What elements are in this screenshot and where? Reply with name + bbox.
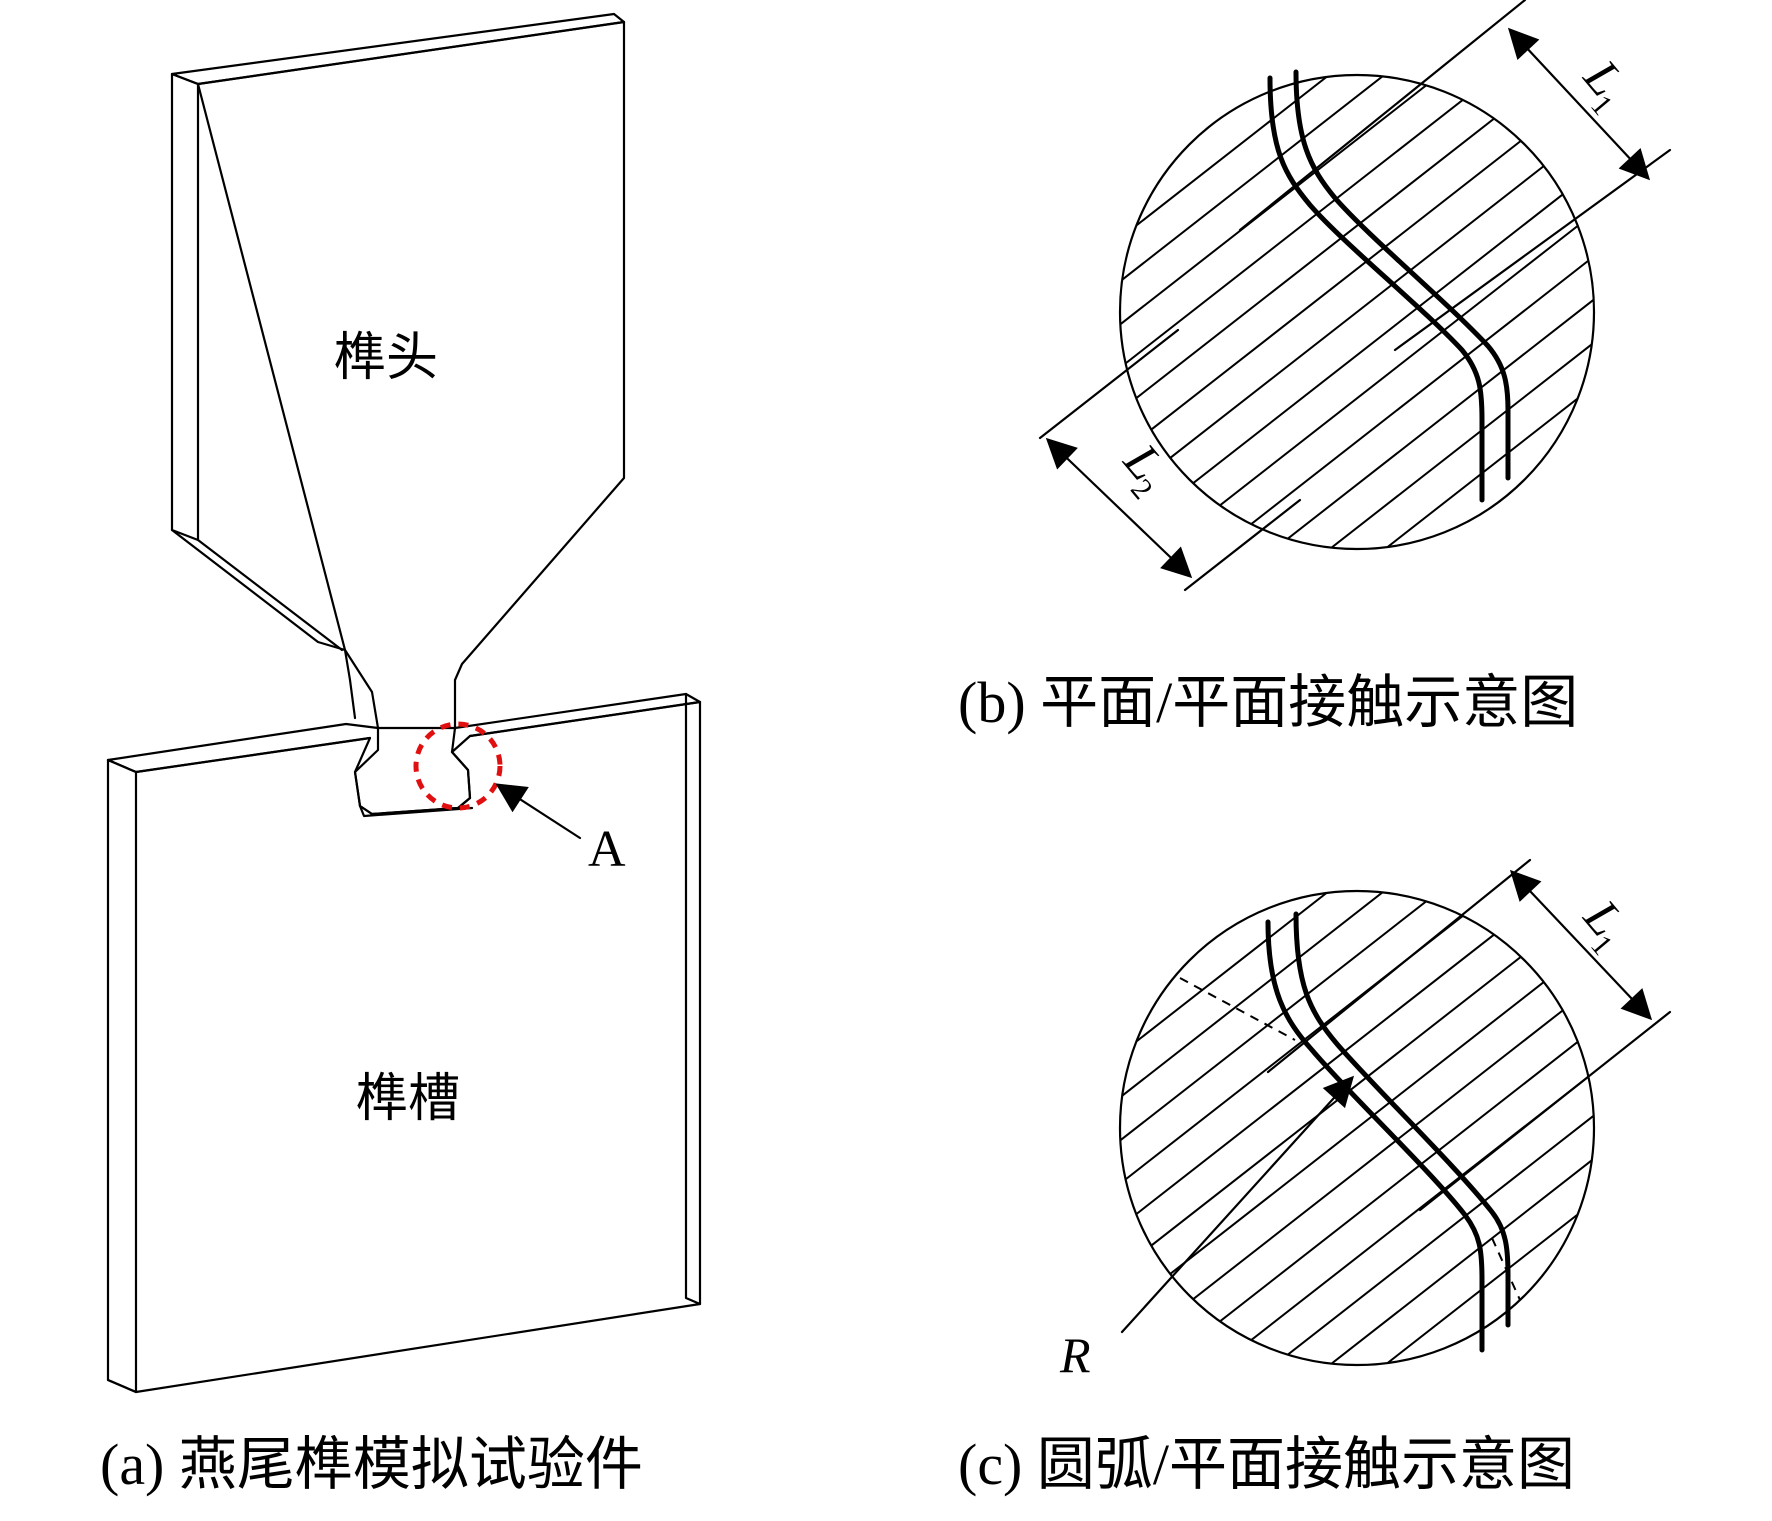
hatch-line: [1120, 891, 1485, 1166]
detail-arrow: [495, 783, 582, 840]
dimension-L2-b: [1045, 437, 1193, 579]
hatch-line: [1125, 956, 1594, 1353]
panel-c: L 1 R (c) 圆弧/平面接触示意图: [958, 858, 1672, 1497]
dim-L1-label-b: L 1: [1573, 48, 1634, 121]
caption-a: (a) 燕尾榫模拟试验件: [100, 1432, 643, 1497]
extension-line-c1: [1266, 858, 1532, 1074]
hatch-line: [1120, 87, 1589, 484]
extension-line-b3: [1038, 328, 1180, 440]
hatch-line: [1125, 140, 1594, 537]
radius-leader: [1120, 1075, 1355, 1334]
hatch-line: [1120, 75, 1568, 457]
hatching-b: [1120, 75, 1594, 549]
tenon-profile-c: [1265, 919, 1485, 1353]
dim-L1-label-c: L 1: [1573, 888, 1634, 961]
hatch-line: [1146, 983, 1594, 1365]
hatching-c: [1120, 891, 1594, 1365]
dimension-L1-b: [1507, 27, 1651, 181]
panel-a: A 榫头 榫槽 (a) 燕尾榫模拟试验件: [100, 12, 702, 1497]
hatch-line: [1120, 75, 1485, 350]
slot-profile-c: [1293, 911, 1511, 1328]
hatch-line: [1208, 1064, 1594, 1365]
detail-marker-label: A: [588, 821, 626, 878]
extension-line-b2: [1393, 148, 1672, 352]
hatch-line: [1120, 75, 1506, 376]
hatch-line: [1120, 891, 1568, 1273]
slot-label: 榫槽: [356, 1071, 460, 1128]
hatch-line: [1120, 891, 1527, 1219]
hatch-line: [1120, 891, 1506, 1192]
hatch-line: [1120, 114, 1594, 510]
hatch-line: [1187, 1037, 1594, 1365]
extension-line-b4: [1183, 498, 1302, 592]
detail-circle-b: [1118, 73, 1596, 551]
tenon-body: [170, 12, 626, 818]
hatch-line: [1120, 903, 1589, 1300]
hatch-line: [1167, 194, 1594, 549]
extension-line-b1: [1238, 0, 1527, 232]
dim-L2-label-b: L 2: [1113, 432, 1174, 505]
slot-body: [106, 692, 702, 1394]
panel-b: L 1 L 2 (b) 平面/平面接触示意图: [958, 0, 1672, 735]
tenon-profile-b: [1267, 75, 1485, 503]
dimension-L1-c: [1509, 869, 1653, 1021]
caption-b: (b) 平面/平面接触示意图: [958, 670, 1578, 735]
hatch-line: [1208, 248, 1594, 549]
extension-line-c2: [1418, 1010, 1672, 1212]
caption-c: (c) 圆弧/平面接触示意图: [958, 1432, 1575, 1497]
hatch-line: [1120, 75, 1527, 403]
tenon-label: 榫头: [334, 330, 438, 387]
slot-profile-b: [1293, 69, 1511, 481]
hatch-line: [1146, 167, 1594, 549]
detail-circle-c: [1118, 889, 1596, 1367]
hatch-line: [1187, 221, 1594, 549]
radius-label: R: [1059, 1327, 1091, 1383]
hatch-line: [1120, 75, 1464, 323]
detail-circle: [413, 721, 503, 811]
